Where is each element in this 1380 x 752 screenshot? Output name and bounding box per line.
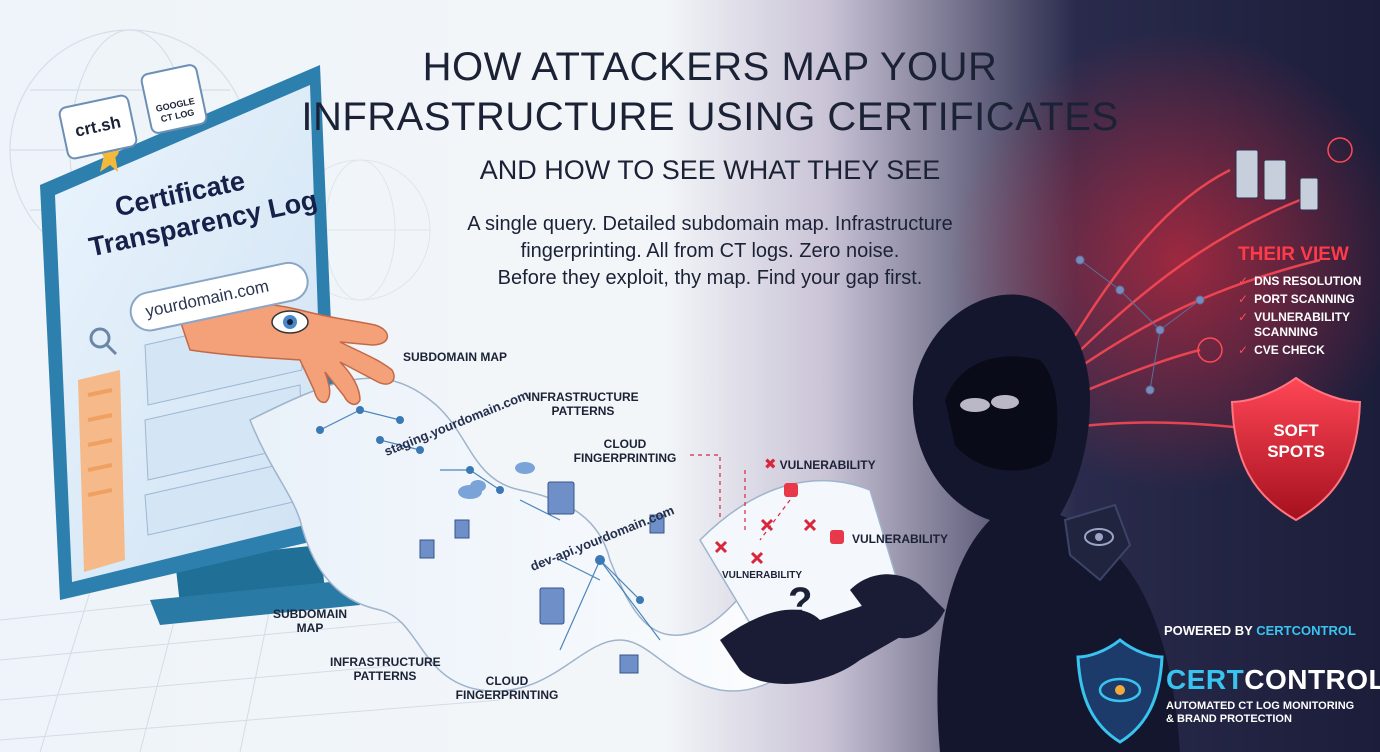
label-cloud-top-line1: CLOUD: [603, 437, 647, 451]
vulnerability-marks: [714, 518, 817, 565]
hacker-icon: [720, 294, 1180, 752]
soft-spots-line1: SOFT: [1273, 421, 1319, 440]
check-icon: ✓: [1238, 343, 1249, 357]
label-cloud-bottom-line1: CLOUD: [485, 674, 529, 688]
powered-prefix: POWERED BY: [1164, 623, 1253, 638]
label-infra-top-line2: PATTERNS: [551, 404, 615, 418]
their-view-item-label: VULNERABILITY SCANNING: [1254, 310, 1350, 339]
label-infra-top-line1: INFRASTRUCTURE: [528, 390, 639, 404]
their-view-item-label: PORT SCANNING: [1254, 292, 1355, 306]
title-line-2: INFRASTRUCTURE USING CERTIFICATES: [301, 95, 1119, 139]
brand-name: CERTCONTROL: [1166, 664, 1380, 696]
brand-part-1: CERT: [1166, 664, 1245, 695]
label-subdomain-bottom-line2: MAP: [296, 621, 324, 635]
hand-icon: [179, 302, 395, 406]
label-cloud-bottom-line2: FINGERPRINTING: [455, 688, 559, 702]
check-icon: ✓: [1238, 274, 1249, 288]
their-view-item: ✓ DNS RESOLUTION: [1238, 274, 1376, 289]
title-line-1: HOW ATTACKERS MAP YOUR: [422, 45, 998, 89]
soft-spots-line2: SPOTS: [1267, 442, 1325, 461]
their-view-list: ✓ DNS RESOLUTION ✓ PORT SCANNING ✓ VULNERAB…: [1238, 274, 1376, 358]
vulnerability-label-right: VULNERABILITY: [852, 532, 948, 546]
vulnerability-label-top: ✖VULNERABILITY: [764, 455, 876, 473]
shield-icon: [1230, 376, 1362, 522]
their-view-item: ✓ VULNERABILITY SCANNING: [1238, 310, 1376, 340]
cloud-icon: [458, 462, 535, 499]
label-cloud-top-line2: FINGERPRINTING: [573, 451, 677, 465]
brand-tag-line2: & BRAND PROTECTION: [1166, 713, 1292, 725]
label-subdomain-map-bottom: SUBDOMAIN MAP: [265, 607, 355, 635]
label-infra-bottom-line2: PATTERNS: [353, 669, 417, 683]
their-view-panel: THEIR VIEW ✓ DNS RESOLUTION ✓ PORT SCANNIN…: [1238, 244, 1376, 361]
ct-scroll: [249, 377, 902, 692]
soft-spots-label: SOFT SPOTS: [1246, 420, 1346, 462]
tagline-line-3: Before they exploit, thy map. Find your …: [497, 267, 923, 289]
label-infra-patterns-bottom: INFRASTRUCTURE PATTERNS: [330, 655, 441, 683]
close-x-icon: ✖: [764, 456, 777, 473]
brand-tag-line1: AUTOMATED CT LOG MONITORING: [1166, 700, 1355, 712]
label-cloud-bottom: CLOUD FINGERPRINTING: [452, 674, 562, 702]
subtitle: AND HOW TO SEE WHAT THEY SEE: [479, 155, 941, 185]
alert-icon: [784, 483, 844, 544]
powered-brand: CERTCONTROL: [1256, 623, 1356, 638]
their-view-item: ✓ PORT SCANNING: [1238, 292, 1376, 307]
tagline-line-1: A single query. Detailed subdomain map. …: [467, 213, 953, 235]
check-icon: ✓: [1238, 310, 1249, 324]
vulnerability-label-paper: VULNERABILITY: [722, 570, 802, 581]
check-icon: ✓: [1238, 292, 1249, 306]
tagline-line-2: fingerprinting. All from CT logs. Zero n…: [520, 240, 900, 262]
label-cloud-top: CLOUD FINGERPRINTING: [570, 437, 680, 465]
their-view-item-label: DNS RESOLUTION: [1254, 274, 1362, 288]
their-view-heading: THEIR VIEW: [1238, 244, 1349, 265]
certcontrol-logo-icon: [1076, 638, 1164, 744]
label-subdomain-map-top: SUBDOMAIN MAP: [403, 350, 507, 364]
brand-part-2: CONTROL: [1244, 664, 1380, 695]
brand-tagline: AUTOMATED CT LOG MONITORING & BRAND PROT…: [1166, 700, 1354, 726]
label-infra-bottom-line1: INFRASTRUCTURE: [330, 655, 441, 669]
powered-by: POWERED BY CERTCONTROL: [1164, 623, 1356, 638]
server-icon: [419, 481, 665, 674]
label-infra-patterns-top: INFRASTRUCTURE PATTERNS: [528, 390, 639, 418]
their-view-item-label: CVE CHECK: [1254, 343, 1325, 357]
vulnerability-text-top: VULNERABILITY: [779, 458, 876, 472]
their-view-item: ✓ CVE CHECK: [1238, 343, 1376, 358]
google-ct-badge: GOOGLE CT LOG: [139, 62, 209, 136]
label-subdomain-bottom-line1: SUBDOMAIN: [273, 607, 347, 621]
magnifier-icon: [89, 327, 118, 356]
monitor: [40, 65, 360, 625]
